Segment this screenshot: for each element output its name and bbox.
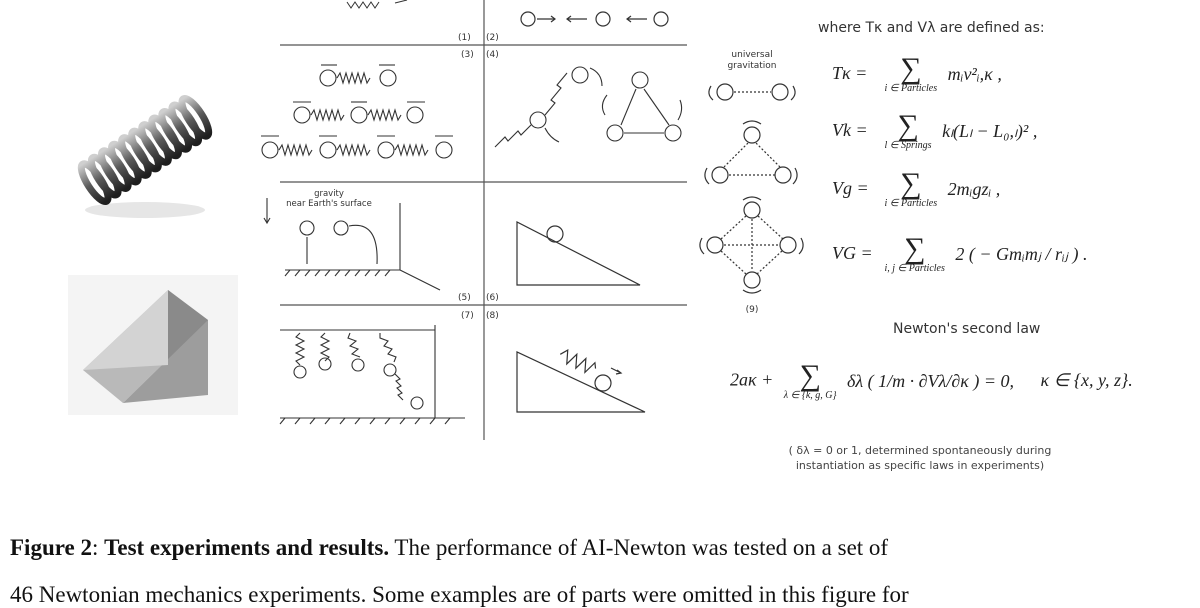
panel-2 [520,11,669,27]
universal-label-2: gravitation [727,61,776,71]
equation-tk: Tκ = ∑i ∈ Particles mᵢv²ᵢ,κ , [832,52,1002,95]
equation-vk: Vk = ∑l ∈ Springs kₗ(Lₗ − L₀,ₗ)² , [832,109,1038,152]
panel-7 [279,325,465,425]
equations-intro: where Tκ and Vλ are defined as: [818,20,1045,36]
delta-note: ( δλ = 0 or 1, determined spontaneously … [788,444,1052,472]
panel-number-1: (1) [458,33,471,43]
panel-5 [263,198,441,291]
figure-caption: Figure 2: Test experiments and results. … [10,535,1200,561]
panel-number-4: (4) [486,50,499,60]
wedge-photo [68,275,238,415]
universal-label: universal [731,50,772,60]
figure-label: Figure 2 [10,535,92,560]
newton-law-title: Newton's second law [893,321,1041,337]
panel-number-3: (3) [461,50,474,60]
spring-photo [77,94,213,218]
gravity-label: gravity [314,189,344,199]
equation-vG: VG = ∑i, j ∈ Particles 2 ( − Gmᵢmⱼ / rᵢⱼ… [832,232,1088,275]
gravity-label-2: near Earth's surface [286,199,372,209]
panel-8 [516,348,646,413]
panel-number-8: (8) [486,311,499,321]
caption-sep: : [91,535,105,560]
caption-text: The performance of AI-Newton was tested … [389,535,889,560]
panel-number-2: (2) [486,33,499,43]
experiments-grid: gravity near Earth's surface (1) (2) (3)… [261,0,687,440]
panel-number-5: (5) [458,293,471,303]
panel-6 [516,221,641,286]
equation-newton: 2aκ + ∑λ ∈ {k, g, G} δλ ( 1/m · ∂Vλ/∂κ )… [730,359,1133,402]
panel-1 [346,0,408,9]
panel-4 [494,66,683,148]
panel-number-6: (6) [486,293,499,303]
panel-number-7: (7) [461,311,474,321]
equation-vg: Vg = ∑i ∈ Particles 2mᵢgzᵢ , [832,167,1001,210]
universal-gravitation-panel: universal gravitation (9) [699,50,804,315]
figure-caption-line2: 46 Newtonian mechanics experiments. Some… [10,582,909,607]
panel-number-9: (9) [746,305,759,315]
caption-title: Test experiments and results. [104,535,390,560]
panel-3 [261,64,453,159]
